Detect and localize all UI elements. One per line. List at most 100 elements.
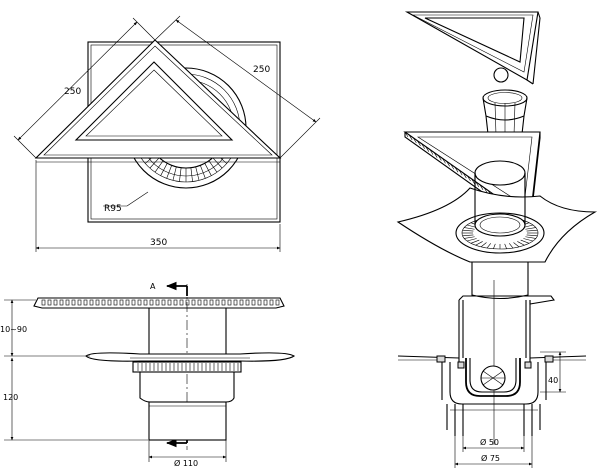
iso-triangle-cover (404, 11, 541, 85)
grill-mark (438, 155, 442, 161)
dimension-label-width: 350 (150, 238, 167, 248)
rail-tooth (257, 299, 262, 306)
rail-tooth (227, 299, 232, 306)
rail-tooth (197, 299, 202, 306)
section-view: 40 Ø 50 Ø 75 (397, 280, 587, 468)
section-ball (480, 365, 506, 391)
drain-body (132, 361, 242, 441)
rail-tooth (131, 299, 136, 306)
rail-tooth (59, 299, 64, 306)
grill-mark (450, 164, 455, 170)
dimension-width: 350 (35, 160, 281, 252)
spoke-line (208, 160, 218, 173)
rail-tooth (275, 299, 280, 306)
spoke-line (525, 236, 536, 239)
grill-mark (429, 149, 434, 155)
dimension-side-left: 250 (13, 17, 156, 159)
spoke-line (172, 166, 177, 181)
dimension-inner-diameter: Ø 50 (462, 436, 525, 452)
grill-mark (421, 143, 425, 149)
rail-tooth (161, 299, 166, 306)
spoke-line (467, 238, 477, 242)
iso-outlet-pipe (471, 262, 529, 300)
spoke-line (520, 239, 530, 244)
dimension-body-height: 120 (3, 357, 148, 441)
dimension-label-side-right: 250 (253, 65, 270, 75)
spoke-line (526, 234, 538, 237)
rail-tooth (221, 299, 226, 306)
rail-tooth (191, 299, 196, 306)
spoke-line (190, 167, 193, 182)
spoke-line (212, 157, 223, 169)
rail-tooth (101, 299, 106, 306)
rail-tooth (251, 299, 256, 306)
rail-tooth (239, 299, 244, 306)
rail-tooth (269, 299, 274, 306)
rail-tooth (233, 299, 238, 306)
spoke-line (525, 227, 536, 230)
rail-tooth (143, 299, 148, 306)
grill-mark (404, 131, 409, 138)
spoke-line (470, 239, 480, 244)
rail-tooth (119, 299, 124, 306)
spoke-line (493, 243, 496, 249)
iso-cup-insert (482, 89, 528, 138)
dimension-label-inner-diameter: Ø 50 (480, 437, 499, 447)
rail-tooth (185, 299, 190, 306)
grill-mark (483, 187, 488, 193)
grill-mark (442, 158, 446, 164)
rail-tooth (209, 299, 214, 306)
grill-mark (458, 169, 463, 176)
spoke-line (517, 241, 525, 246)
grill-mark (479, 184, 484, 190)
spoke-line (480, 242, 487, 248)
rail-tooth (83, 299, 88, 306)
section-trap (441, 358, 547, 405)
grill-mark (446, 161, 450, 167)
spoke-line (204, 163, 212, 176)
spoke-line (179, 167, 182, 182)
dimension-label-side-left: 250 (64, 87, 81, 97)
dimension-trap-depth: 40 (540, 351, 566, 393)
dimension-side-right: 250 (154, 15, 321, 159)
dimension-height-adjust: 10~90 (0, 299, 90, 357)
spoke-line (166, 165, 172, 179)
spoke-line (475, 241, 483, 246)
rail-tooth (125, 299, 130, 306)
spoke-line (509, 243, 514, 249)
rail-tooth (167, 299, 172, 306)
spoke-line (160, 163, 168, 176)
grill-mark (471, 178, 475, 185)
rail-tooth (41, 299, 46, 306)
rail-tooth (203, 299, 208, 306)
spoke-line (149, 157, 160, 169)
spoke-line (513, 242, 520, 248)
grille-rail (33, 297, 285, 309)
grill-mark (425, 146, 430, 152)
radius-leader: R95 (103, 191, 149, 214)
dimension-outlet-diameter: Ø 110 (148, 440, 227, 468)
rail-tooth (107, 299, 112, 306)
front-elevation-view: A 10~90 (0, 281, 295, 468)
section-marker-label: A (150, 282, 156, 291)
triangle-grate-frame (34, 39, 282, 163)
rail-tooth (53, 299, 58, 306)
dimension-outer-diameter: Ø 75 (454, 436, 533, 468)
grill-mark (413, 137, 417, 144)
rail-tooth (71, 299, 76, 306)
rail-tooth (65, 299, 70, 306)
dimension-label-height-adjust: 10~90 (0, 325, 27, 334)
spoke-line (464, 236, 475, 239)
top-view: 250 250 R95 350 (13, 15, 321, 252)
radius-label: R95 (104, 204, 122, 214)
rail-tooth (77, 299, 82, 306)
dimension-label-outer-diameter: Ø 75 (481, 453, 500, 463)
section-riser (458, 280, 555, 445)
spoke-line (154, 160, 164, 173)
spoke-line (526, 229, 538, 232)
spoke-line (504, 243, 507, 249)
iso-float-ball (493, 67, 509, 83)
rail-tooth (149, 299, 154, 306)
spoke-line (462, 234, 474, 237)
